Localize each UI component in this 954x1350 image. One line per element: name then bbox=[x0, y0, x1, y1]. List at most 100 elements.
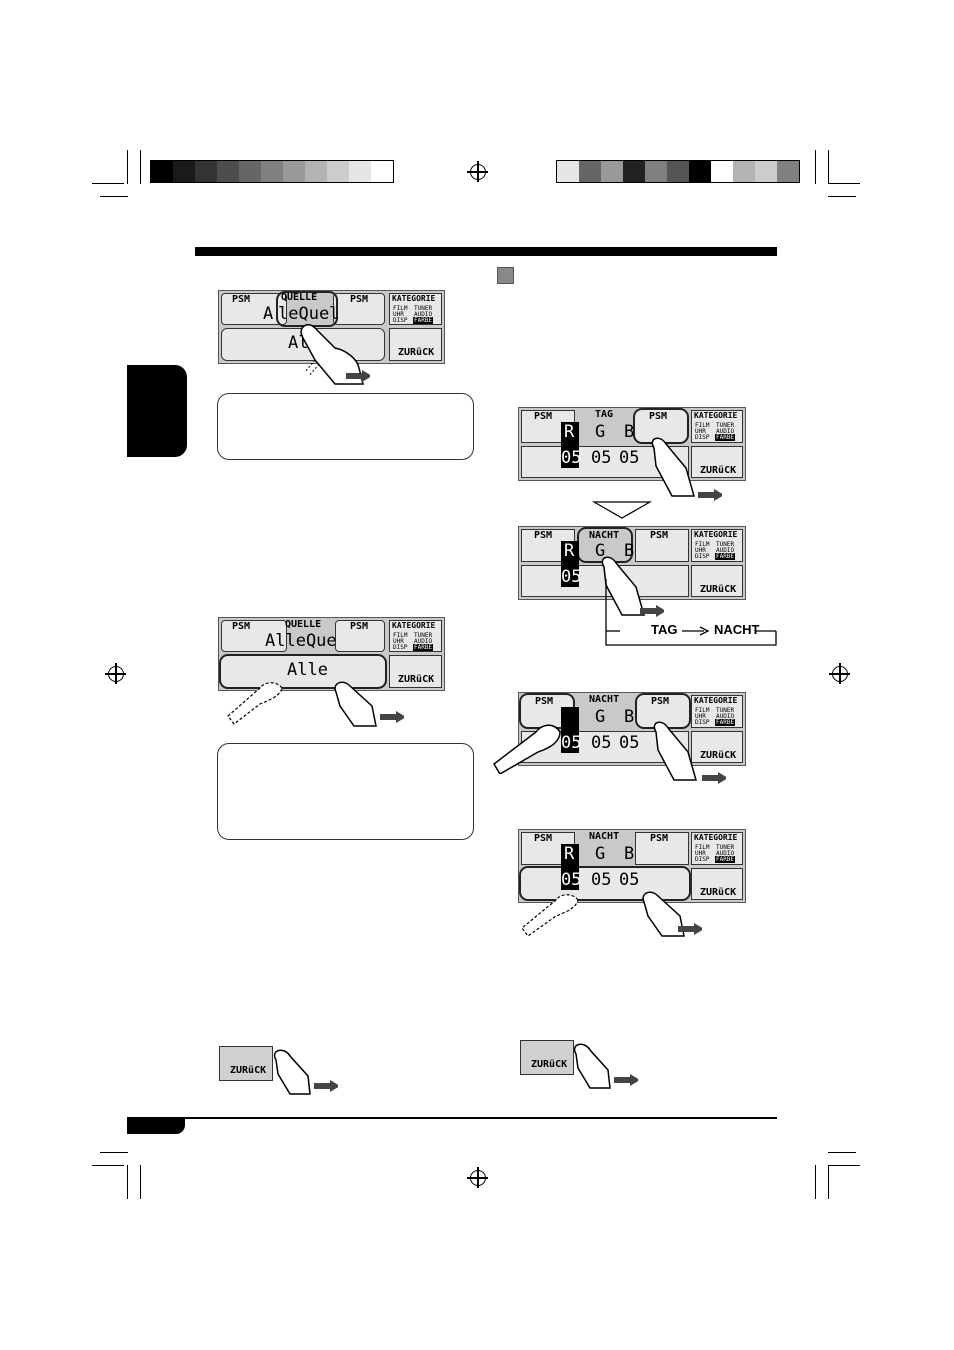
rgb-g-value: 05 bbox=[591, 448, 612, 468]
psm-label: PSM bbox=[651, 696, 670, 707]
crop-mark bbox=[828, 1165, 829, 1199]
psm-label: PSM bbox=[232, 621, 251, 632]
crop-mark bbox=[815, 1165, 816, 1199]
psm-right-button[interactable]: PSM bbox=[635, 693, 691, 729]
flow-from-label: TAG bbox=[651, 622, 678, 637]
tag-label: TAG bbox=[595, 409, 614, 420]
display-panel: PSM TAG PSM KATEGORIE FILM TUNER UHR AUD… bbox=[518, 407, 746, 481]
color-swatch bbox=[777, 161, 799, 182]
menu-audio: AUDIO bbox=[716, 428, 735, 435]
menu-farbe: FARBE bbox=[715, 553, 736, 560]
menu-film: FILM bbox=[695, 844, 710, 851]
zuruck-label: ZURüCK bbox=[230, 1065, 267, 1076]
rgb-b-label: B bbox=[624, 541, 635, 561]
color-swatch bbox=[173, 161, 195, 182]
kategorie-button[interactable]: KATEGORIE FILM TUNER UHR AUDIO DISP FARB… bbox=[389, 293, 442, 325]
menu-disp: DISP bbox=[393, 644, 408, 651]
press-arrow-icon bbox=[678, 923, 702, 935]
menu-tuner: TUNER bbox=[716, 707, 735, 714]
psm-right-button[interactable]: PSM bbox=[635, 832, 689, 865]
flow-to-label: NACHT bbox=[714, 622, 760, 637]
psm-label: PSM bbox=[350, 294, 369, 305]
crop-mark bbox=[828, 150, 829, 184]
rgb-b-label: B bbox=[624, 707, 635, 727]
rgb-r-column[interactable] bbox=[561, 541, 579, 587]
rgb-g-value: 05 bbox=[591, 870, 612, 890]
finger-icon bbox=[493, 724, 561, 774]
crop-mark bbox=[100, 196, 128, 197]
psm-right-button[interactable]: PSM bbox=[333, 293, 385, 325]
finger-icon bbox=[653, 721, 697, 781]
color-swatch bbox=[217, 161, 239, 182]
menu-audio: AUDIO bbox=[414, 638, 433, 645]
rgb-b-value: 05 bbox=[619, 448, 640, 468]
color-swatch bbox=[239, 161, 261, 182]
psm-left-button[interactable]: PSM bbox=[221, 620, 287, 652]
zuruck-button[interactable]: ZURüCK bbox=[691, 731, 743, 763]
zuruck-button[interactable]: ZURüCK bbox=[389, 328, 442, 361]
psm-right-button[interactable]: PSM bbox=[335, 620, 385, 652]
menu-tuner: TUNER bbox=[414, 305, 433, 312]
finger-icon bbox=[334, 681, 377, 727]
menu-film: FILM bbox=[393, 632, 408, 639]
psm-label: PSM bbox=[534, 833, 553, 844]
menu-farbe: FARBE bbox=[715, 719, 736, 726]
section-bullet bbox=[497, 267, 514, 284]
psm-right-button[interactable]: PSM bbox=[635, 529, 689, 562]
press-arrow-icon bbox=[346, 370, 370, 382]
zuruck-button[interactable]: ZURüCK bbox=[389, 655, 442, 688]
press-arrow-icon bbox=[640, 605, 664, 617]
kategorie-button[interactable]: KATEGORIE FILM TUNER UHR AUDIO DISP FARB… bbox=[389, 620, 442, 652]
menu-uhr: UHR bbox=[695, 547, 706, 554]
finger-icon bbox=[651, 437, 695, 497]
kategorie-button[interactable]: KATEGORIE FILM TUNER UHR AUDIO DISP FARB… bbox=[691, 832, 743, 865]
rgb-r-column[interactable] bbox=[561, 422, 579, 468]
adjust-bar[interactable] bbox=[519, 866, 691, 901]
color-swatch bbox=[283, 161, 305, 182]
kategorie-label: KATEGORIE bbox=[694, 411, 738, 420]
selection-bar[interactable]: Al bbox=[221, 328, 385, 361]
registration-mark-icon bbox=[467, 161, 488, 182]
menu-uhr: UHR bbox=[695, 428, 706, 435]
rgb-b-value: 05 bbox=[619, 733, 640, 753]
selection-bar[interactable]: Alle bbox=[219, 654, 387, 689]
kategorie-button[interactable]: KATEGORIE FILM TUNER UHR AUDIO DISP FARB… bbox=[691, 529, 743, 562]
menu-uhr: UHR bbox=[695, 713, 706, 720]
color-swatch bbox=[755, 161, 777, 182]
zuruck-button[interactable]: ZURüCK bbox=[691, 446, 743, 478]
selection-value: Alle bbox=[287, 660, 328, 680]
press-arrow-icon bbox=[698, 489, 722, 501]
zuruck-button[interactable]: ZURüCK bbox=[219, 1046, 273, 1081]
color-bar-left bbox=[150, 160, 394, 183]
menu-farbe: FARBE bbox=[715, 434, 736, 441]
color-swatch bbox=[601, 161, 623, 182]
press-arrow-icon bbox=[614, 1074, 638, 1086]
crop-mark bbox=[828, 1152, 856, 1153]
finger-icon bbox=[601, 556, 645, 616]
zuruck-button[interactable]: ZURüCK bbox=[691, 868, 743, 900]
crop-mark bbox=[127, 1165, 128, 1199]
finger-icon bbox=[227, 682, 283, 725]
rgb-r-value: 05 bbox=[561, 870, 582, 890]
menu-disp: DISP bbox=[393, 317, 408, 324]
zuruck-button[interactable]: ZURüCK bbox=[691, 565, 743, 597]
zuruck-button[interactable]: ZURüCK bbox=[520, 1040, 574, 1075]
menu-tuner: TUNER bbox=[716, 422, 735, 429]
crop-mark bbox=[140, 1165, 141, 1199]
rgb-r-column[interactable] bbox=[561, 844, 579, 890]
menu-film: FILM bbox=[393, 305, 408, 312]
rgb-r-column[interactable] bbox=[561, 707, 579, 753]
rgb-r-value: 05 bbox=[561, 448, 582, 468]
kategorie-button[interactable]: KATEGORIE FILM TUNER UHR AUDIO DISP FARB… bbox=[691, 410, 743, 443]
kategorie-button[interactable]: KATEGORIE FILM TUNER UHR AUDIO DISP FARB… bbox=[691, 695, 743, 728]
menu-disp: DISP bbox=[695, 719, 710, 726]
zuruck-label: ZURüCK bbox=[531, 1059, 568, 1070]
menu-uhr: UHR bbox=[393, 638, 404, 645]
crop-mark bbox=[92, 1165, 124, 1166]
zuruck-label: ZURüCK bbox=[700, 584, 737, 595]
crop-mark bbox=[828, 196, 856, 197]
menu-farbe: FARBE bbox=[413, 317, 434, 324]
color-swatch bbox=[327, 161, 349, 182]
menu-audio: AUDIO bbox=[716, 547, 735, 554]
rgb-g-label: G bbox=[595, 844, 606, 864]
